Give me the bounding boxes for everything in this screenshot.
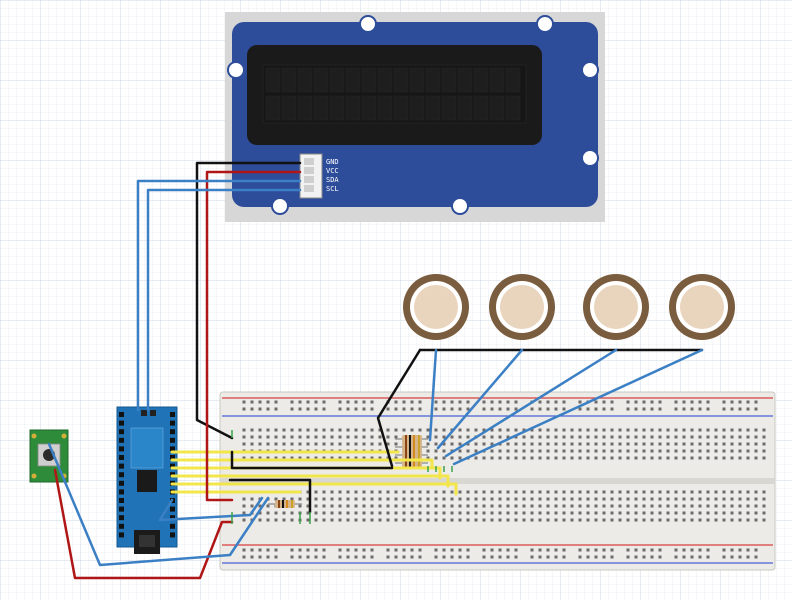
push-button-icon[interactable] — [29, 429, 69, 483]
wire-red[interactable] — [53, 468, 234, 580]
wire-blue[interactable] — [452, 348, 704, 466]
wire-blue[interactable] — [444, 348, 618, 458]
resistor-icon — [395, 443, 428, 451]
potentiometer-icon[interactable] — [403, 274, 469, 340]
arduino-chip — [137, 470, 157, 492]
wire-black[interactable] — [228, 478, 312, 514]
lcd-pin-label-sda: SDA — [326, 176, 339, 184]
wire-yellow[interactable] — [170, 482, 458, 496]
potentiometer-icon[interactable] — [669, 274, 735, 340]
wire-red[interactable] — [205, 170, 302, 502]
breadboard — [219, 391, 776, 571]
breadboard-holes — [242, 400, 766, 559]
mount-hole — [271, 197, 289, 215]
mount-hole — [536, 15, 554, 33]
potentiometers — [403, 274, 735, 340]
jumper-stubs — [231, 430, 453, 524]
lcd-module: GND VCC SDA SCL — [225, 12, 605, 222]
mount-hole — [359, 15, 377, 33]
lcd-pin-label-scl: SCL — [326, 185, 339, 193]
lcd-pin-label-gnd: GND — [326, 158, 339, 166]
wire-black[interactable] — [376, 348, 422, 468]
lcd-character-cells — [265, 67, 521, 121]
lcd-pin-label-vcc: VCC — [326, 167, 339, 175]
resistor-icon — [395, 451, 428, 459]
wire-black[interactable] — [195, 161, 302, 440]
wire-blue[interactable] — [428, 348, 438, 442]
resistor-icon — [395, 435, 428, 443]
mount-hole — [581, 149, 599, 167]
wire-blue[interactable] — [436, 348, 524, 450]
resistors — [268, 435, 428, 508]
wire-blue[interactable] — [158, 496, 264, 522]
wire-blue[interactable] — [47, 442, 270, 567]
potentiometer-icon[interactable] — [489, 274, 555, 340]
resistor-icon — [268, 500, 302, 508]
mount-hole — [581, 61, 599, 79]
potentiometer-icon[interactable] — [583, 274, 649, 340]
mount-hole — [227, 61, 245, 79]
wire-blue[interactable] — [136, 179, 302, 412]
mount-hole — [451, 197, 469, 215]
arduino-nano-icon[interactable] — [116, 406, 178, 554]
wire-blue[interactable] — [146, 188, 302, 412]
wire-black[interactable] — [230, 450, 394, 470]
wires — [47, 161, 704, 580]
wire-yellow[interactable] — [170, 458, 434, 470]
